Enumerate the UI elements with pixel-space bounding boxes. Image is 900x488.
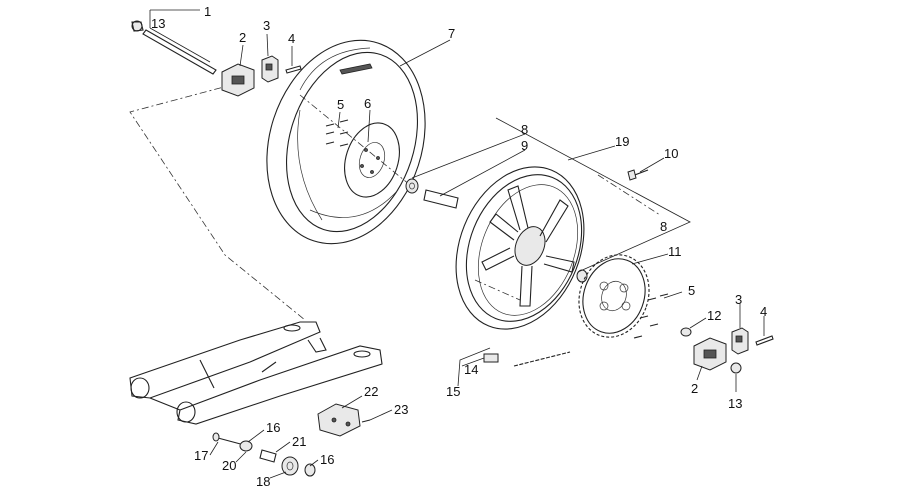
callout-leaders: [209, 33, 765, 479]
callout-5-right: 5: [688, 283, 695, 298]
disc-bolts: [325, 119, 349, 147]
callout-6: 6: [364, 96, 371, 111]
callout-10: 10: [664, 146, 678, 161]
tyre: [266, 39, 426, 245]
callout-18: 18: [256, 474, 270, 488]
callout-12: 12: [707, 308, 721, 323]
callout-9: 9: [521, 138, 528, 153]
callout-23: 23: [394, 402, 408, 417]
callout-2-right: 2: [691, 381, 698, 396]
callout-2-top: 2: [239, 30, 246, 45]
brake-disc: [344, 122, 400, 198]
callout-17: 17: [194, 448, 208, 463]
valve-stem: [627, 169, 649, 181]
callout-13-top: 13: [151, 16, 165, 31]
pivot-hardware: [212, 432, 316, 477]
callout-13-right: 13: [728, 396, 742, 411]
callout-19: 19: [615, 134, 629, 149]
callout-labels: 1 13 2 3 4 7 5 6 8 9 19 10 8 11 5 12 3 4…: [151, 4, 767, 488]
rear-sprocket: [578, 254, 650, 338]
callout-11: 11: [668, 244, 682, 259]
callout-4-right: 4: [760, 304, 767, 319]
guide-lines: [129, 79, 661, 321]
callout-4-top: 4: [288, 31, 295, 46]
drive-chain: [483, 351, 571, 367]
chain-guide: [317, 403, 371, 437]
callout-8-top: 8: [521, 122, 528, 137]
chain-adjuster-left: [221, 55, 302, 97]
callout-5-left: 5: [337, 97, 344, 112]
callout-14: 14: [464, 362, 478, 377]
spacer-and-axle: [405, 178, 459, 209]
swingarm: [129, 321, 383, 425]
rear-axle: [131, 9, 217, 75]
callout-3-right: 3: [735, 292, 742, 307]
callout-7: 7: [448, 26, 455, 41]
callout-21: 21: [292, 434, 306, 449]
callout-16-top: 16: [266, 420, 280, 435]
callout-15: 15: [446, 384, 460, 399]
callout-22: 22: [364, 384, 378, 399]
wheel-rim: [455, 166, 585, 330]
callout-20: 20: [222, 458, 236, 473]
callout-16-bottom: 16: [320, 452, 334, 467]
chain-adjuster-right: [680, 327, 774, 374]
callout-3-top: 3: [263, 18, 270, 33]
sprocket-bolts: [633, 293, 669, 339]
callout-1: 1: [204, 4, 211, 19]
callout-8-right: 8: [660, 219, 667, 234]
